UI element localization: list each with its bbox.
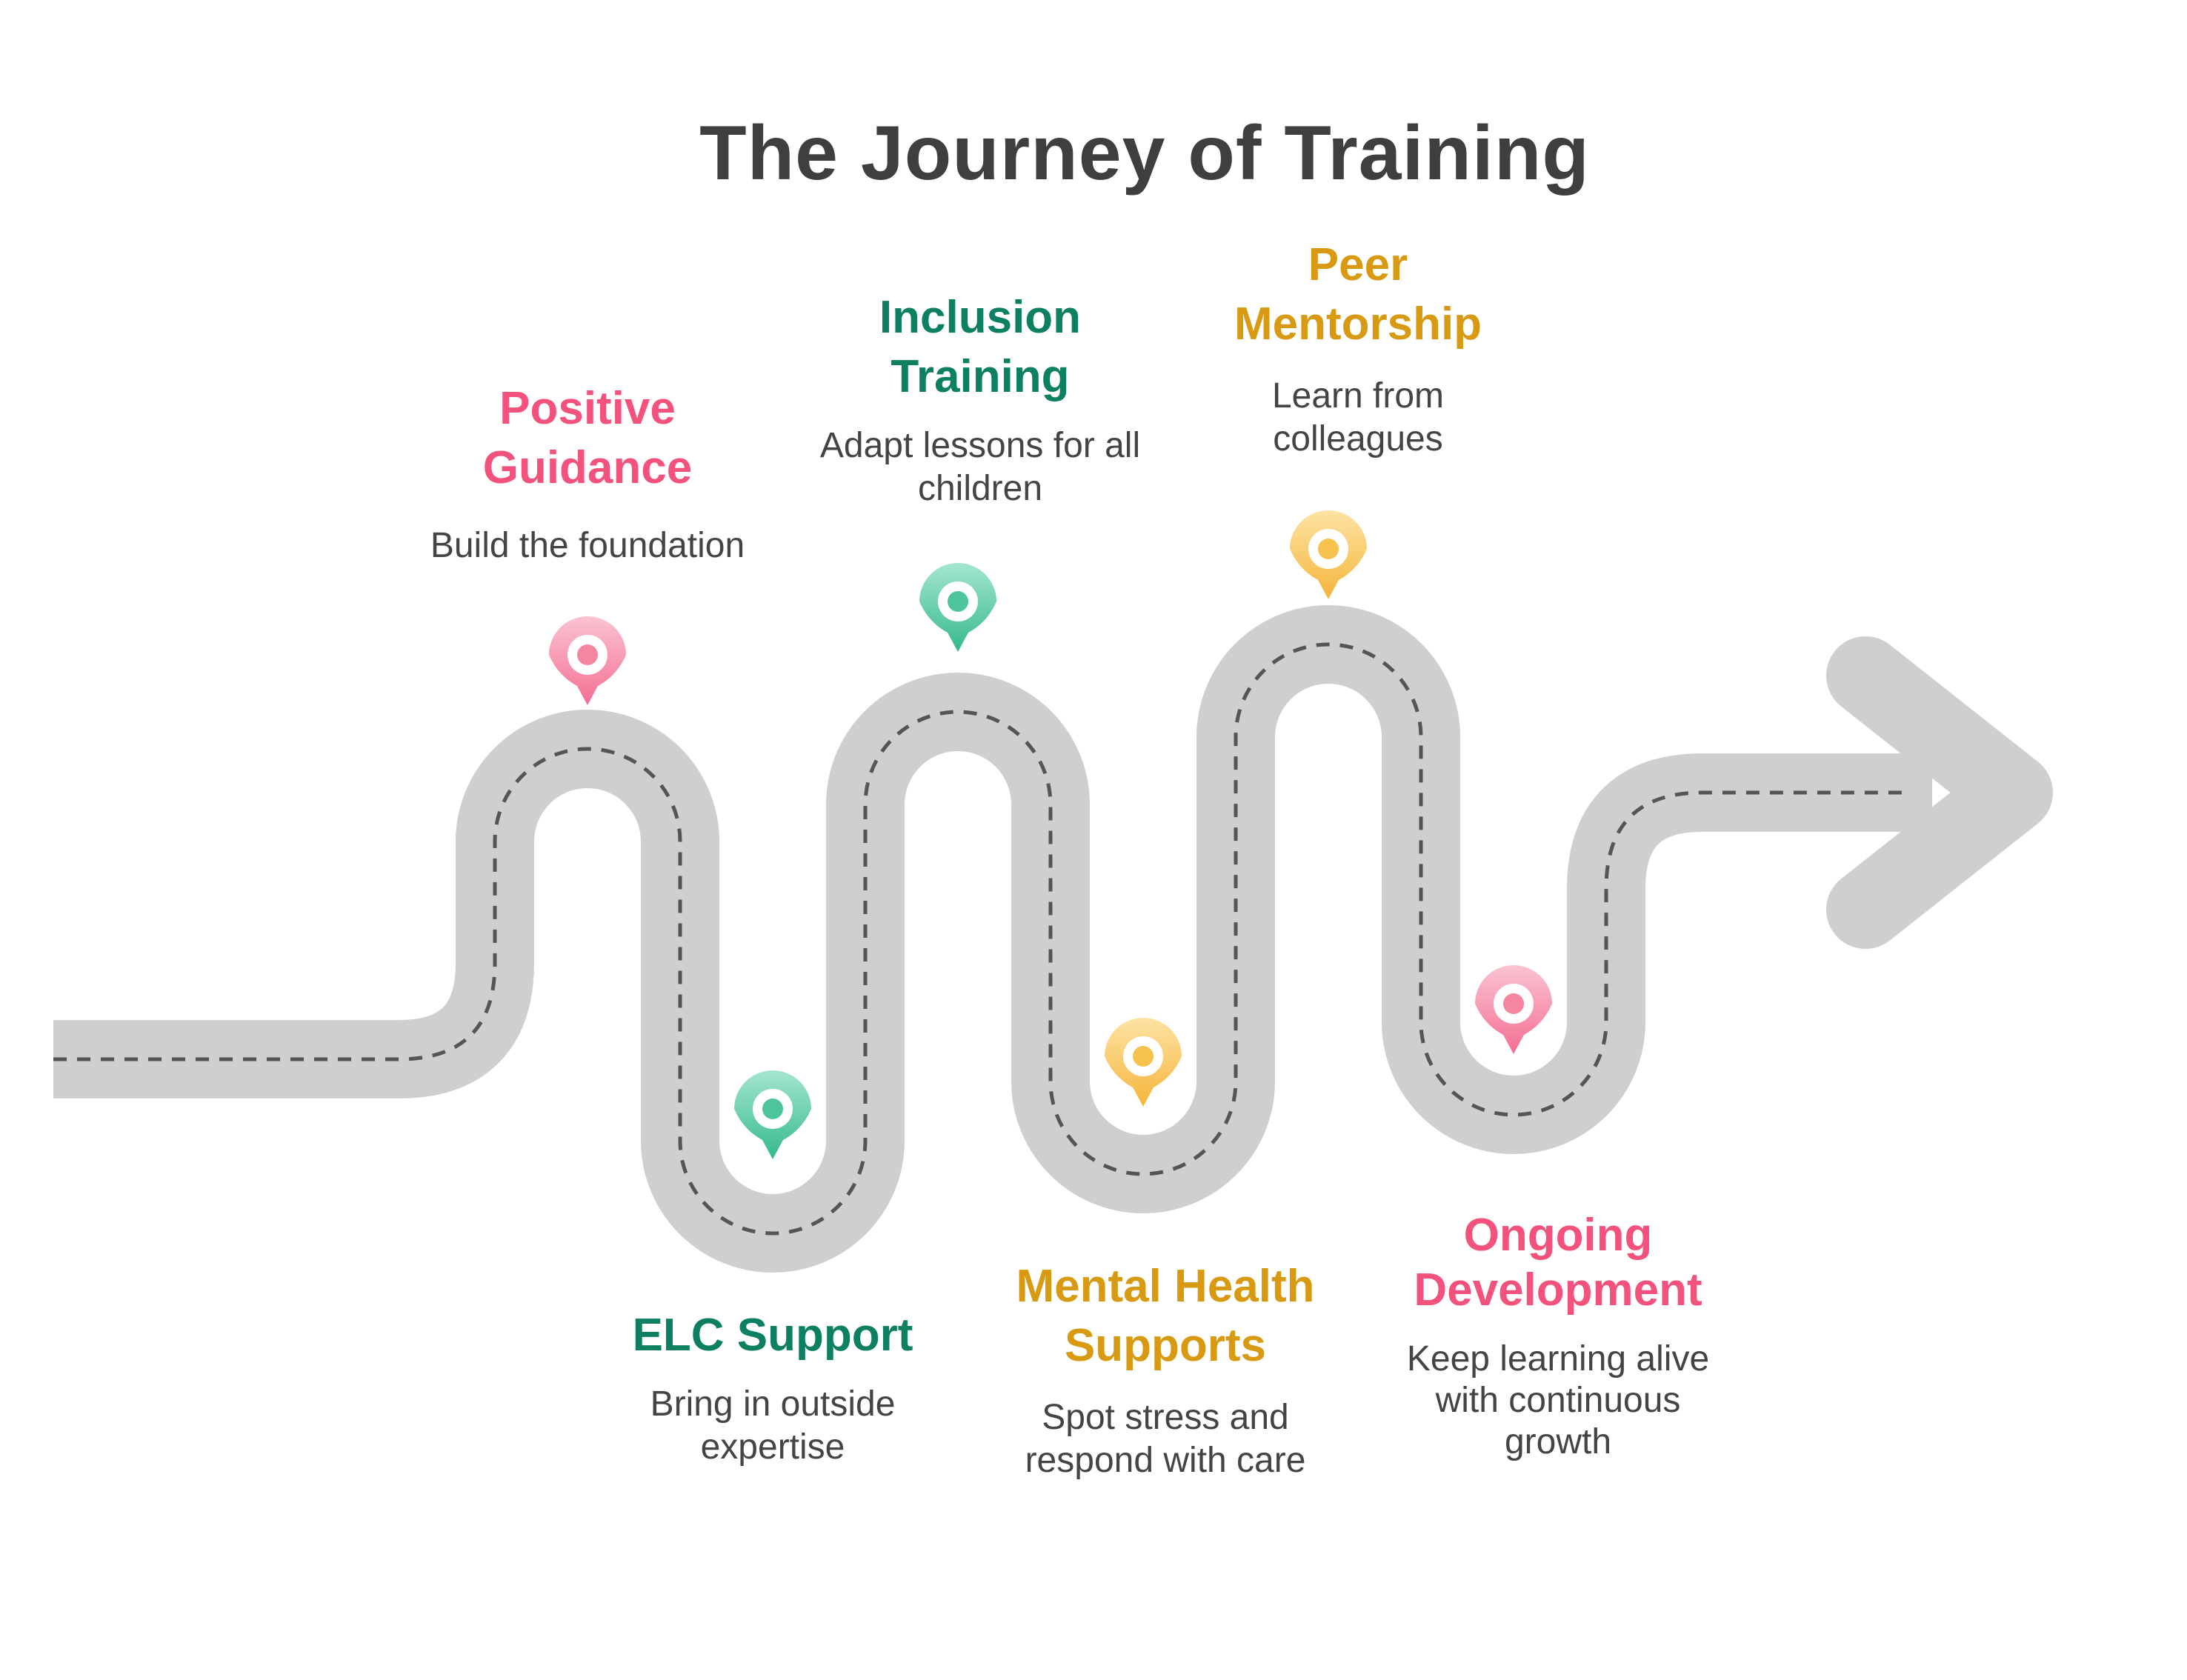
step-positive-guidance: Positive Guidance Build the foundation bbox=[380, 379, 795, 567]
road-path bbox=[53, 605, 1932, 1273]
step-description: Build the foundation bbox=[430, 526, 745, 565]
step-title: Ongoing Development bbox=[1414, 1210, 1702, 1316]
location-pin-icon bbox=[1290, 510, 1367, 599]
step-description: Keep learning alive with continuous grow… bbox=[1406, 1339, 1710, 1461]
step-title: Mental Health Supports bbox=[1016, 1261, 1315, 1371]
step-description: Spot stress and respond with care bbox=[1025, 1398, 1306, 1480]
step-description: Bring in outside expertise bbox=[650, 1384, 896, 1467]
step-description: Adapt lessons for all children bbox=[819, 426, 1141, 508]
location-pin-icon bbox=[1105, 1018, 1182, 1107]
step-title: ELC Support bbox=[632, 1310, 913, 1361]
step-mental-health-supports: Mental Health Supports Spot stress and r… bbox=[958, 1257, 1373, 1482]
page-title: The Journey of Training bbox=[699, 110, 1590, 196]
location-pin-icon bbox=[549, 616, 626, 705]
road-center-line bbox=[53, 642, 1911, 1236]
location-pin-icon bbox=[919, 563, 996, 652]
step-inclusion-training: Inclusion Training Adapt lessons for all… bbox=[773, 288, 1188, 510]
step-ongoing-development: Ongoing Development Keep learning alive … bbox=[1351, 1208, 1765, 1463]
arrow-right-icon bbox=[1826, 636, 2053, 949]
step-peer-mentorship: Peer Mentorship Learn from colleagues bbox=[1151, 236, 1565, 461]
location-pin-icon bbox=[734, 1070, 811, 1159]
step-title: Positive Guidance bbox=[482, 383, 693, 493]
step-title: Peer Mentorship bbox=[1234, 239, 1482, 350]
step-title: Inclusion Training bbox=[879, 292, 1082, 402]
step-description: Learn from colleagues bbox=[1271, 376, 1445, 459]
location-pin-icon bbox=[1475, 965, 1552, 1054]
step-elc-support: ELC Support Bring in outside expertise bbox=[587, 1306, 958, 1469]
